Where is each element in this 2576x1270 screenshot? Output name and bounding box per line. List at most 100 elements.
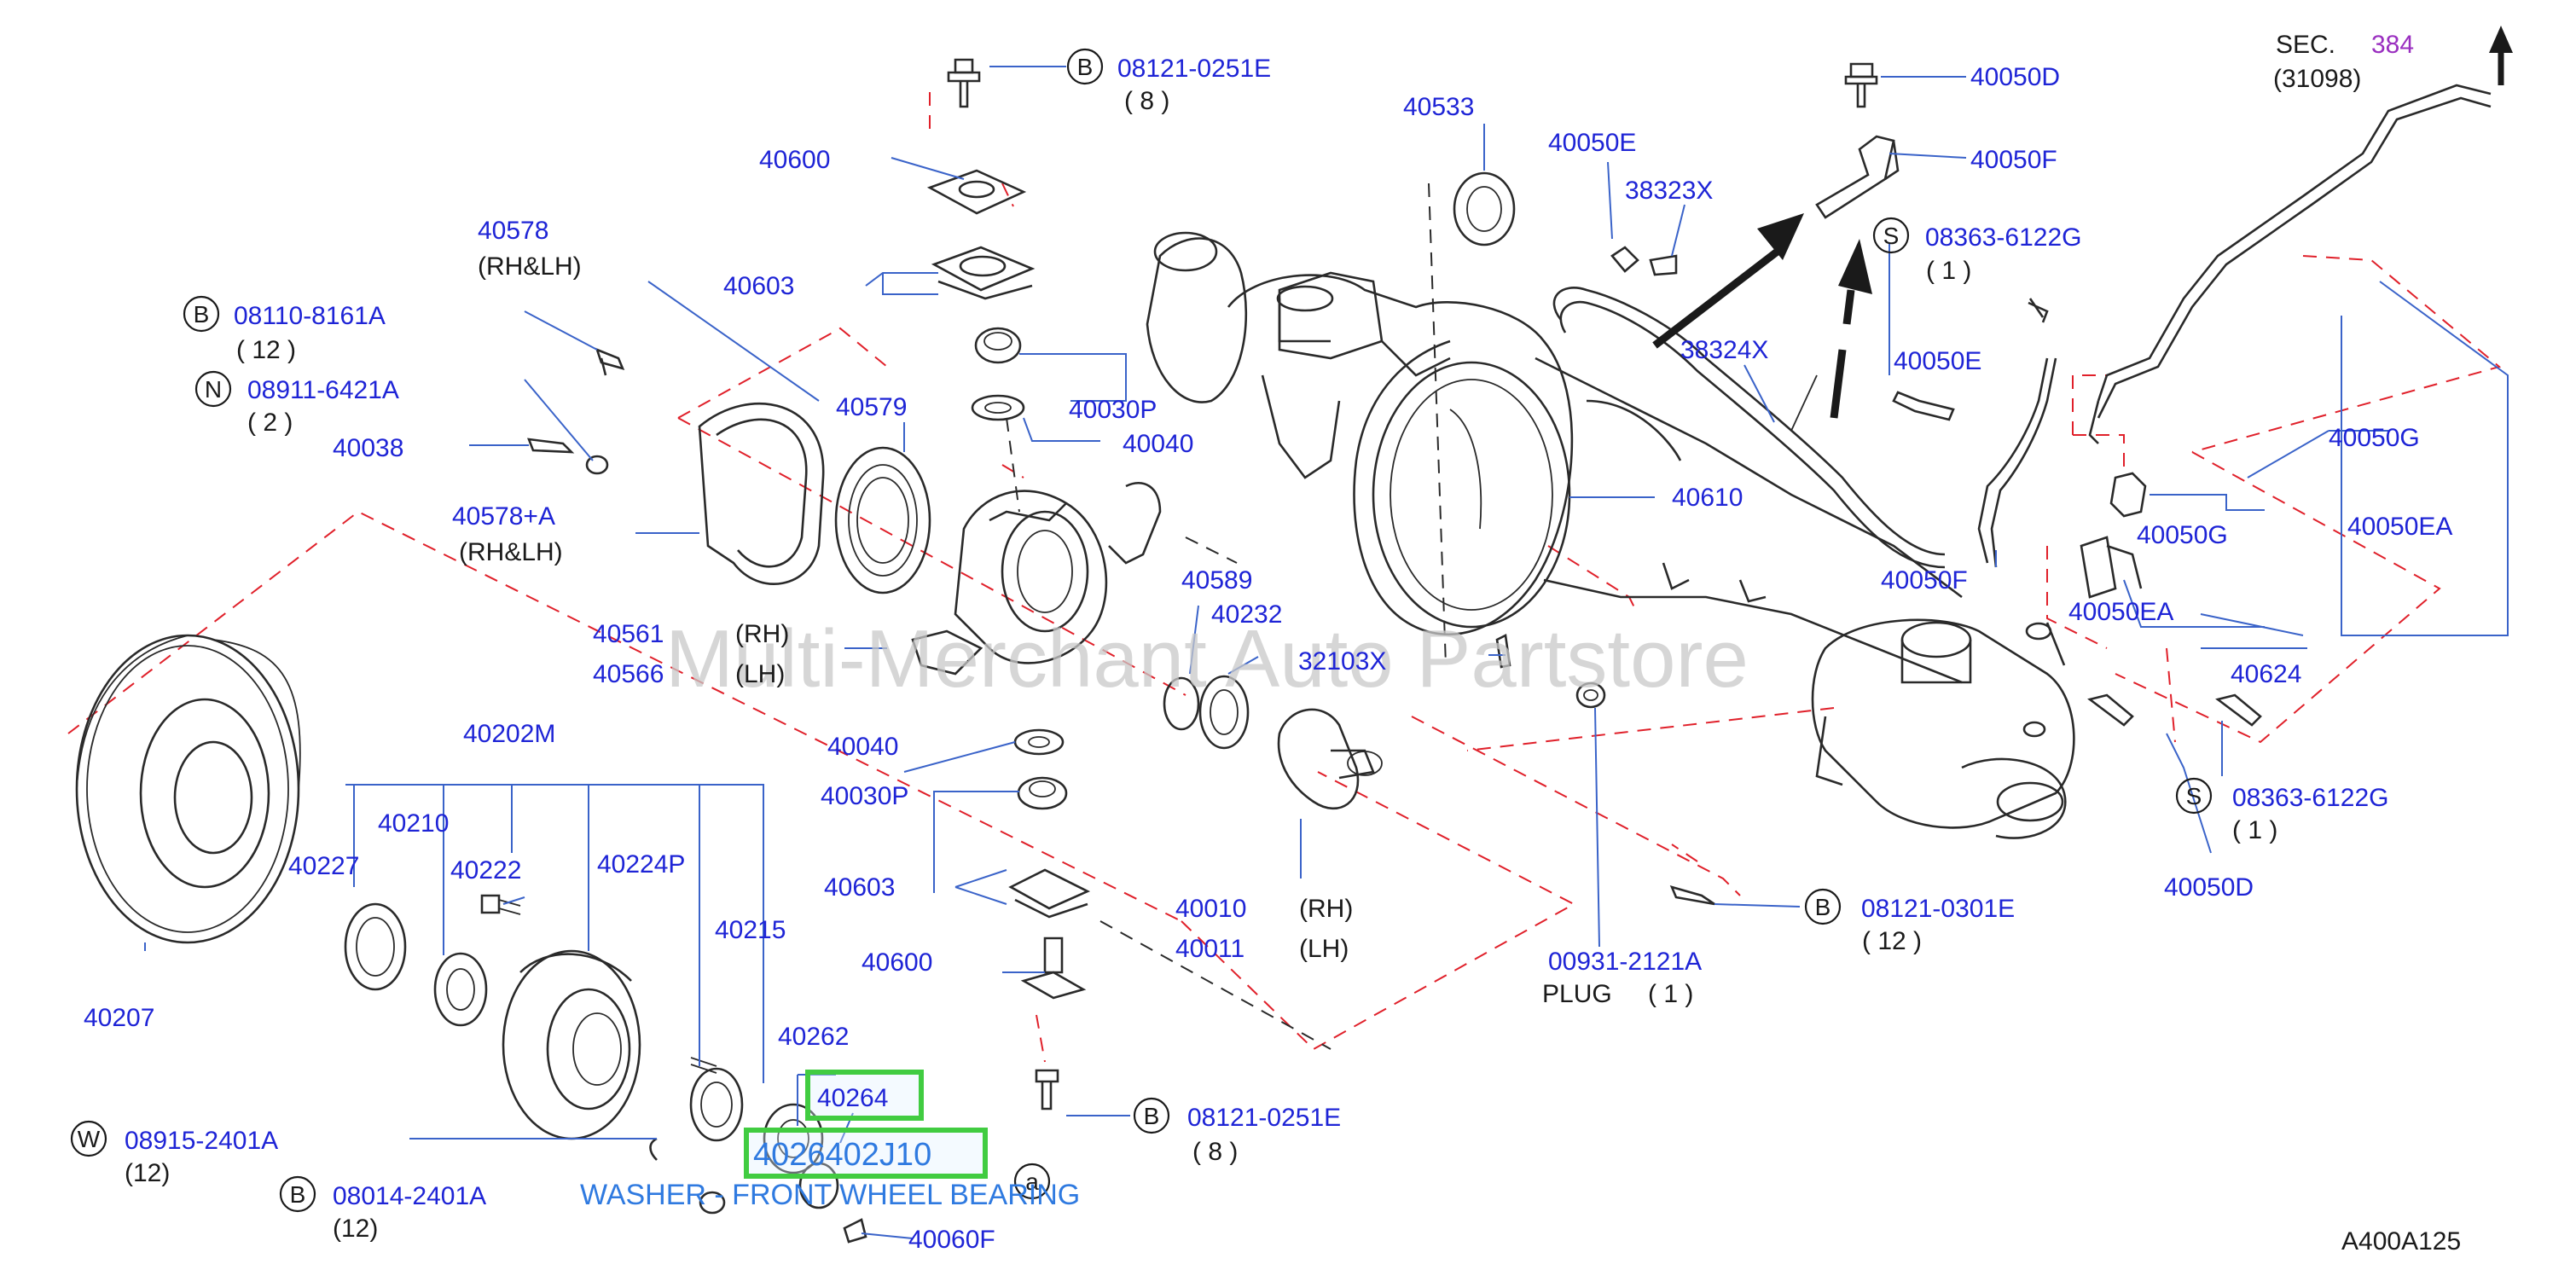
part-label-08915-2401a[interactable]: 08915-2401A: [125, 1127, 278, 1155]
watermark-text: Multi-Merchant Auto Partstore: [665, 613, 1749, 705]
symbol-letter: S: [1883, 223, 1900, 249]
part-label-08363-6122g-bot[interactable]: 08363-6122G: [2232, 784, 2389, 812]
symbol-w-8915: [70, 1120, 107, 1157]
part-label-40050ea-mid[interactable]: 40050EA: [2068, 598, 2173, 626]
qty-plug: ( 1 ): [1648, 980, 1693, 1008]
part-label-00931-2121a[interactable]: 00931-2121A: [1548, 948, 1702, 976]
qty-bolt-bottom: ( 8 ): [1192, 1138, 1238, 1166]
part-label-38324x[interactable]: 38324X: [1680, 336, 1768, 364]
part-label-40202m[interactable]: 40202M: [463, 720, 555, 748]
sec-number-link[interactable]: 384: [2371, 31, 2414, 59]
part-label-40050d-bot[interactable]: 40050D: [2164, 873, 2254, 902]
assembly-direction-arrows: [1652, 26, 2513, 419]
symbol-b-0301: [1804, 888, 1842, 925]
leader-lines: [144, 66, 2509, 1239]
section-reference[interactable]: SEC. 384 (31098): [2273, 31, 2414, 93]
part-label-40232[interactable]: 40232: [1211, 600, 1282, 629]
part-label-40589[interactable]: 40589: [1181, 566, 1252, 594]
highlight-box-item-code[interactable]: [744, 1128, 988, 1179]
symbol-b-top: [1066, 48, 1104, 85]
dashed-group-outlines: [67, 92, 2502, 1063]
part-label-40050g-mid[interactable]: 40050G: [2137, 521, 2228, 549]
symbol-b-8014: [279, 1175, 316, 1213]
part-label-40578[interactable]: 40578: [478, 217, 548, 245]
highlight-box-part-number[interactable]: [805, 1070, 924, 1121]
part-label-40050e-top[interactable]: 40050E: [1548, 129, 1636, 157]
part-label-40566[interactable]: 40566: [593, 660, 664, 688]
qty-bolt-8014: (12): [333, 1215, 378, 1243]
qty-bolt-8363-bot: ( 1 ): [2232, 816, 2277, 844]
circled-symbol-letters: B B N S S B B W B a: [78, 54, 2202, 1208]
part-label-40600-bot[interactable]: 40600: [862, 948, 932, 977]
sec-prefix: SEC.: [2276, 31, 2335, 59]
part-label-32103x[interactable]: 32103X: [1298, 647, 1386, 676]
part-label-40050f-top[interactable]: 40050F: [1970, 146, 2057, 174]
side-rh-lh-1: (RH&LH): [478, 252, 582, 281]
symbol-s-bot: [2175, 777, 2213, 815]
part-label-40011[interactable]: 40011: [1175, 935, 1244, 963]
knuckle-and-seals: [698, 402, 1383, 1111]
part-label-40600-top[interactable]: 40600: [759, 146, 830, 174]
part-number-labels: 08121-0251E 40600 40603 40578 08110-8161…: [84, 55, 2452, 1254]
part-label-08911-6421a[interactable]: 08911-6421A: [247, 376, 399, 404]
part-label-40060f[interactable]: 40060F: [908, 1226, 995, 1254]
symbol-letter: B: [290, 1181, 306, 1208]
part-label-40224p[interactable]: 40224P: [597, 850, 685, 879]
part-label-08121-0251e-bot[interactable]: 08121-0251E: [1187, 1104, 1341, 1132]
qty-bolt-8110: ( 12 ): [236, 336, 296, 364]
part-label-40030p-bot[interactable]: 40030P: [821, 782, 908, 810]
annotation-text: ( 8 ) (RH&LH) ( 12 ) ( 2 ) (RH&LH) ( 1 )…: [125, 87, 2461, 1256]
part-label-40050d-top[interactable]: 40050D: [1970, 63, 2060, 91]
part-label-40050e-mid[interactable]: 40050E: [1894, 347, 1981, 375]
part-label-40040-top[interactable]: 40040: [1123, 430, 1193, 458]
side-rh-1: (RH): [735, 620, 789, 648]
construction-lines: [1006, 183, 1447, 1050]
part-label-40624[interactable]: 40624: [2231, 660, 2301, 688]
symbol-a: [1013, 1163, 1051, 1200]
part-label-40561[interactable]: 40561: [593, 620, 664, 648]
side-lh-1: (LH): [735, 660, 785, 688]
circled-symbols: [70, 48, 2213, 1213]
part-label-40207[interactable]: 40207: [84, 1004, 154, 1032]
symbol-letter: B: [1815, 894, 1831, 920]
part-label-08363-6122g-top[interactable]: 08363-6122G: [1925, 223, 2082, 252]
highlighted-item-code[interactable]: 4026402J10: [753, 1137, 931, 1173]
part-label-40603-top[interactable]: 40603: [723, 272, 794, 300]
part-label-40050g-right[interactable]: 40050G: [2329, 424, 2420, 452]
brake-pipes: [1552, 84, 2492, 569]
symbol-b-8110: [183, 295, 220, 333]
part-description-tooltip: WASHER - FRONT WHEEL BEARING: [580, 1179, 1080, 1211]
part-label-40215[interactable]: 40215: [715, 916, 786, 944]
part-label-40579[interactable]: 40579: [836, 393, 907, 421]
part-label-08121-0301e[interactable]: 08121-0301E: [1861, 895, 2015, 923]
part-label-40610[interactable]: 40610: [1672, 484, 1743, 512]
part-label-40533[interactable]: 40533: [1403, 93, 1474, 121]
qty-washer-8915: (12): [125, 1159, 170, 1187]
highlighted-part-number[interactable]: 40264: [817, 1084, 888, 1112]
symbol-letter: a: [1025, 1169, 1039, 1195]
part-label-40050ea-right[interactable]: 40050EA: [2347, 513, 2452, 541]
part-label-08014-2401a[interactable]: 08014-2401A: [333, 1182, 486, 1210]
part-label-08110-8161a[interactable]: 08110-8161A: [234, 302, 386, 330]
highlighted-part-hover[interactable]: 40264 4026402J10 WASHER - FRONT WHEEL BE…: [580, 1070, 1080, 1211]
part-label-38323x[interactable]: 38323X: [1625, 177, 1713, 205]
part-label-40010[interactable]: 40010: [1175, 895, 1246, 923]
part-label-40578a[interactable]: 40578+A: [452, 502, 555, 531]
part-label-40040-bot[interactable]: 40040: [827, 733, 898, 761]
part-label-40038[interactable]: 40038: [333, 434, 403, 462]
qty-bolt-8363-top: ( 1 ): [1926, 257, 1971, 285]
part-label-08121-0251e-top[interactable]: 08121-0251E: [1117, 55, 1271, 83]
part-label-40030p-top[interactable]: 40030P: [1069, 396, 1157, 424]
part-label-40262[interactable]: 40262: [778, 1023, 849, 1051]
part-label-40222[interactable]: 40222: [450, 856, 521, 884]
part-label-40050f-mid[interactable]: 40050F: [1881, 566, 1968, 594]
part-label-40603-bot[interactable]: 40603: [824, 873, 895, 902]
diagram-code: A400A125: [2341, 1227, 2461, 1256]
plug-text: PLUG: [1542, 980, 1612, 1008]
part-label-40227[interactable]: 40227: [288, 852, 359, 880]
part-label-40210[interactable]: 40210: [378, 809, 449, 838]
symbol-s-top: [1872, 217, 1910, 254]
qty-bolt-0301: ( 12 ): [1862, 927, 1922, 955]
